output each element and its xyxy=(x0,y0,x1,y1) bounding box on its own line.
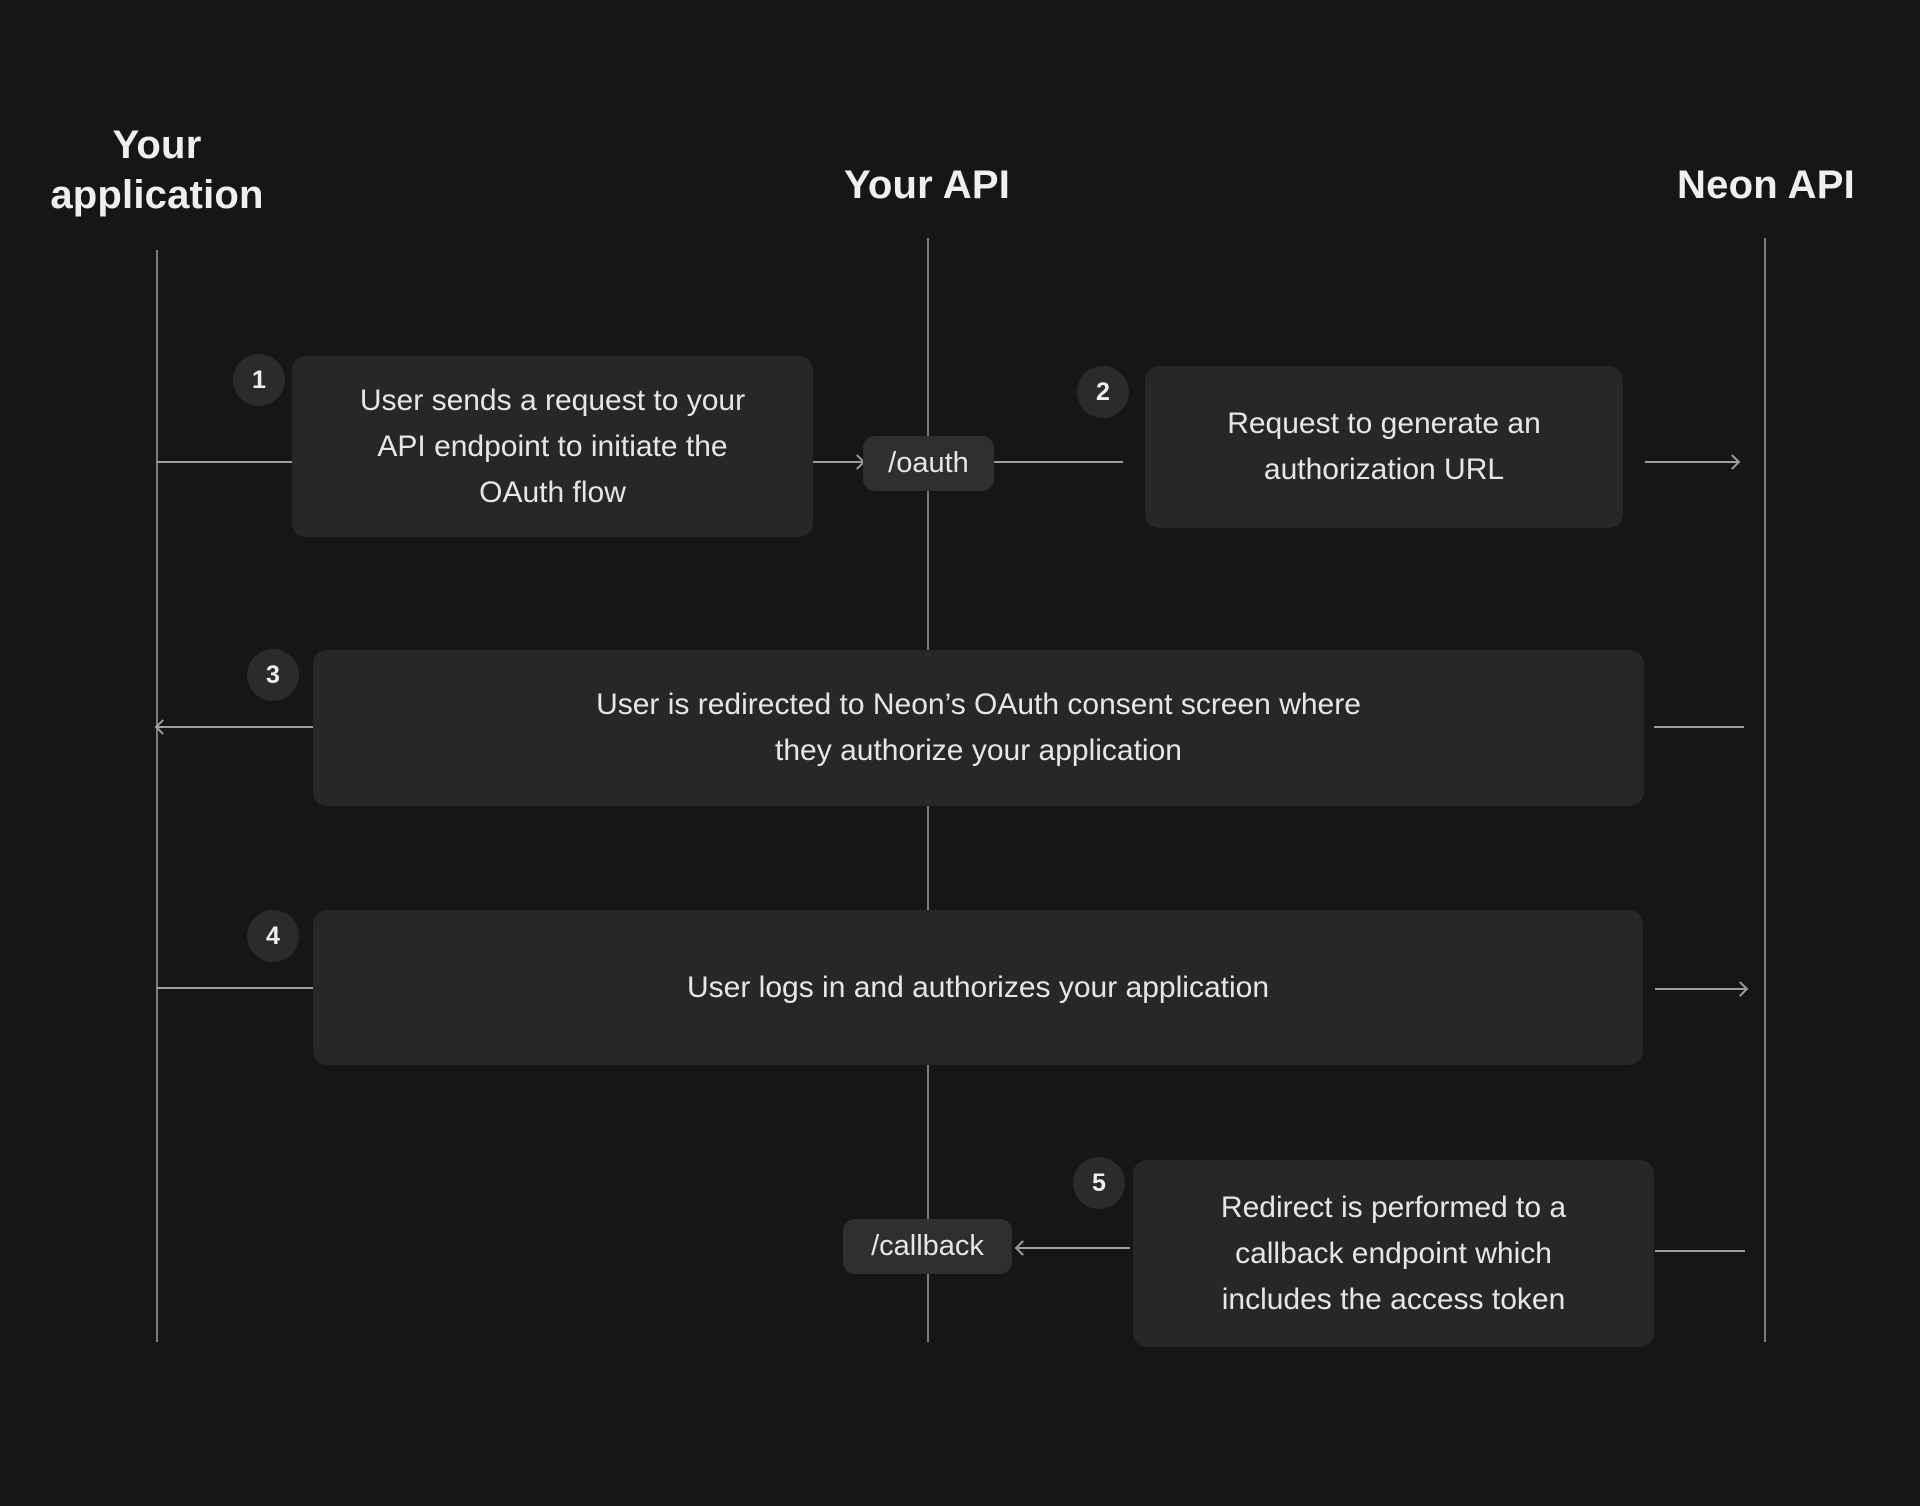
step2-text-line2: authorization URL xyxy=(1263,453,1505,486)
step4-text-line1: User logs in and authorizes your applica… xyxy=(687,970,1269,1004)
step2-badge: 2 xyxy=(1077,366,1129,418)
actor-label-your-application: Your application xyxy=(50,120,263,220)
arrow-step1-to-oauth xyxy=(813,454,866,470)
step5-text-line2: callback endpoint which xyxy=(1235,1236,1552,1270)
step1-text-line2: API endpoint to initiate the xyxy=(377,429,728,463)
step3-box: User is redirected to Neon’s OAuth conse… xyxy=(313,650,1644,806)
connector-oauth-to-step2-box xyxy=(994,461,1123,463)
arrow-step3-to-app xyxy=(154,719,313,735)
actor-your-application-line2: application xyxy=(50,173,264,217)
step5-text-line1: Redirect is performed to a xyxy=(1220,1190,1567,1224)
step1-text-line1: User sends a request to your xyxy=(359,383,746,417)
lifeline-your-application xyxy=(156,250,158,1342)
arrow-step5-to-callback xyxy=(1014,1240,1130,1256)
step5-badge: 5 xyxy=(1073,1157,1125,1209)
step2-text-line1: Request to generate an xyxy=(1227,407,1541,440)
step1-box: User sends a request to your API endpoin… xyxy=(292,356,813,537)
lifeline-neon-api xyxy=(1764,238,1766,1342)
step4-badge: 4 xyxy=(247,910,299,962)
step5-box: Redirect is performed to a callback endp… xyxy=(1133,1160,1654,1347)
actor-label-your-api: Your API xyxy=(843,163,1011,207)
step1-text-line3: OAuth flow xyxy=(479,475,626,509)
step2-box: Request to generate an authorization URL xyxy=(1145,366,1623,528)
arrow-right-icon xyxy=(1732,981,1749,997)
step4-box: User logs in and authorizes your applica… xyxy=(313,910,1643,1065)
oauth-endpoint-chip: /oauth xyxy=(863,436,994,491)
actor-label-neon-api: Neon API xyxy=(1677,163,1855,207)
arrow-step2-to-neon xyxy=(1645,454,1741,470)
step3-badge: 3 xyxy=(247,649,299,701)
callback-endpoint-chip: /callback xyxy=(843,1219,1012,1274)
step3-text-line2: they authorize your application xyxy=(775,734,1182,767)
connector-neon-to-step5-box xyxy=(1655,1250,1745,1252)
arrow-right-icon xyxy=(1724,454,1741,470)
arrow-step4-to-neon xyxy=(1655,981,1749,997)
arrow-left-icon xyxy=(1014,1240,1031,1256)
actor-your-application-line1: Your xyxy=(112,123,202,167)
step3-text-line1: User is redirected to Neon’s OAuth conse… xyxy=(596,688,1361,721)
step5-text-line3: includes the access token xyxy=(1221,1282,1566,1316)
connector-neon-to-step3-box xyxy=(1654,726,1744,728)
connector-app-to-step1-box xyxy=(157,461,292,463)
step1-badge: 1 xyxy=(233,354,285,406)
connector-app-to-step4-box xyxy=(157,987,313,989)
